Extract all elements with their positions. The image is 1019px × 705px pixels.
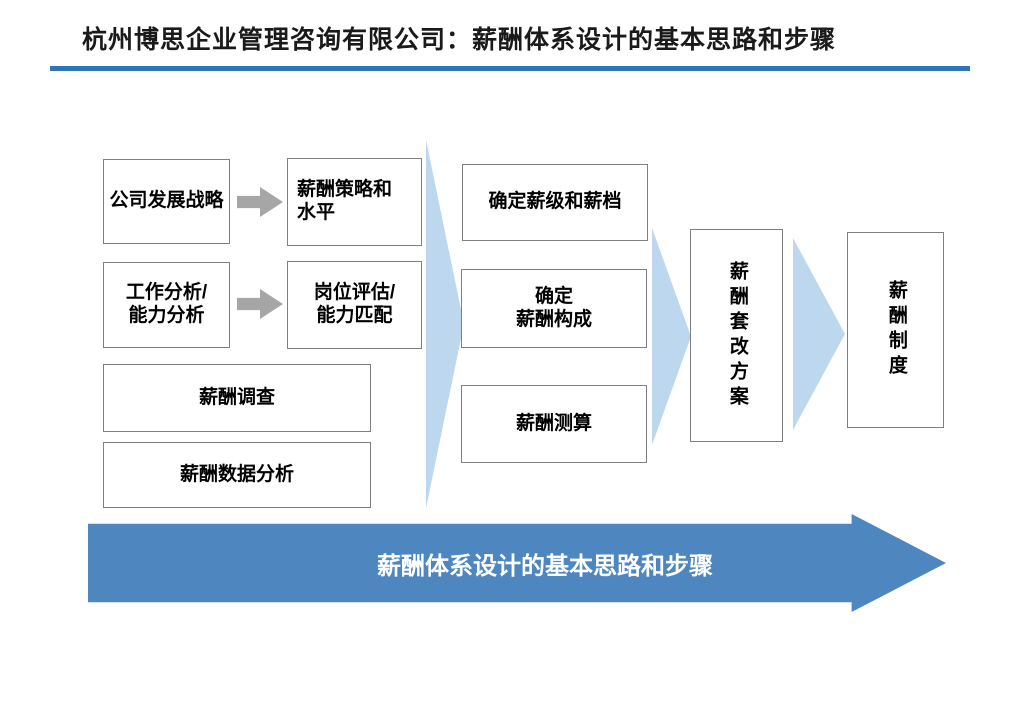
box-salary-strategy: 薪酬策略和 水平 (287, 158, 422, 246)
right-arrow-icon (237, 187, 283, 217)
box-salary-strategy-line1: 薪酬策略和 (297, 179, 393, 201)
chevron-right-icon (426, 140, 464, 508)
box-salary-survey: 薪酬调查 (103, 364, 371, 432)
chevron-right-icon (652, 228, 691, 445)
banner-label: 薪酬体系设计的基本思路和步骤 (377, 552, 713, 580)
box-reform-plan: 薪酬套改方案 (690, 229, 783, 442)
chevron-right-icon (793, 238, 845, 430)
box-determine-composition: 确定 薪酬构成 (461, 269, 647, 348)
box-salary-system: 薪酬制度 (847, 232, 944, 428)
box-position-evaluation-line2: 能力匹配 (316, 305, 393, 326)
box-determine-composition-line2: 薪酬构成 (515, 308, 592, 330)
box-job-analysis: 工作分析/ 能力分析 (103, 262, 230, 348)
box-job-analysis-line1: 工作分析/ (125, 282, 208, 304)
title-divider (50, 66, 970, 71)
right-arrow-icon (237, 289, 283, 319)
box-salary-system-label: 薪酬制度 (885, 280, 907, 380)
box-salary-data-analysis: 薪酬数据分析 (103, 442, 371, 508)
page-title: 杭州博思企业管理咨询有限公司：薪酬体系设计的基本思路和步骤 (82, 26, 837, 54)
box-company-strategy-label: 公司发展战略 (109, 190, 224, 212)
box-reform-plan-label: 薪酬套改方案 (726, 260, 748, 411)
box-salary-survey-label: 薪酬调查 (198, 386, 275, 408)
box-salary-calculation: 薪酬测算 (461, 385, 647, 463)
box-salary-calculation-label: 薪酬测算 (515, 412, 592, 434)
box-position-evaluation-line1: 岗位评估/ (313, 282, 396, 304)
box-company-strategy: 公司发展战略 (103, 159, 230, 244)
box-determine-grades-label: 确定薪级和薪档 (488, 191, 622, 213)
banner-arrow: 薪酬体系设计的基本思路和步骤 (88, 514, 946, 612)
box-salary-strategy-line2: 水平 (297, 202, 336, 223)
box-determine-grades: 确定薪级和薪档 (462, 164, 648, 241)
box-salary-data-analysis-label: 薪酬数据分析 (179, 463, 294, 485)
box-position-evaluation: 岗位评估/ 能力匹配 (287, 261, 422, 349)
box-job-analysis-line2: 能力分析 (128, 305, 205, 326)
box-determine-composition-line1: 确定 (534, 285, 573, 307)
